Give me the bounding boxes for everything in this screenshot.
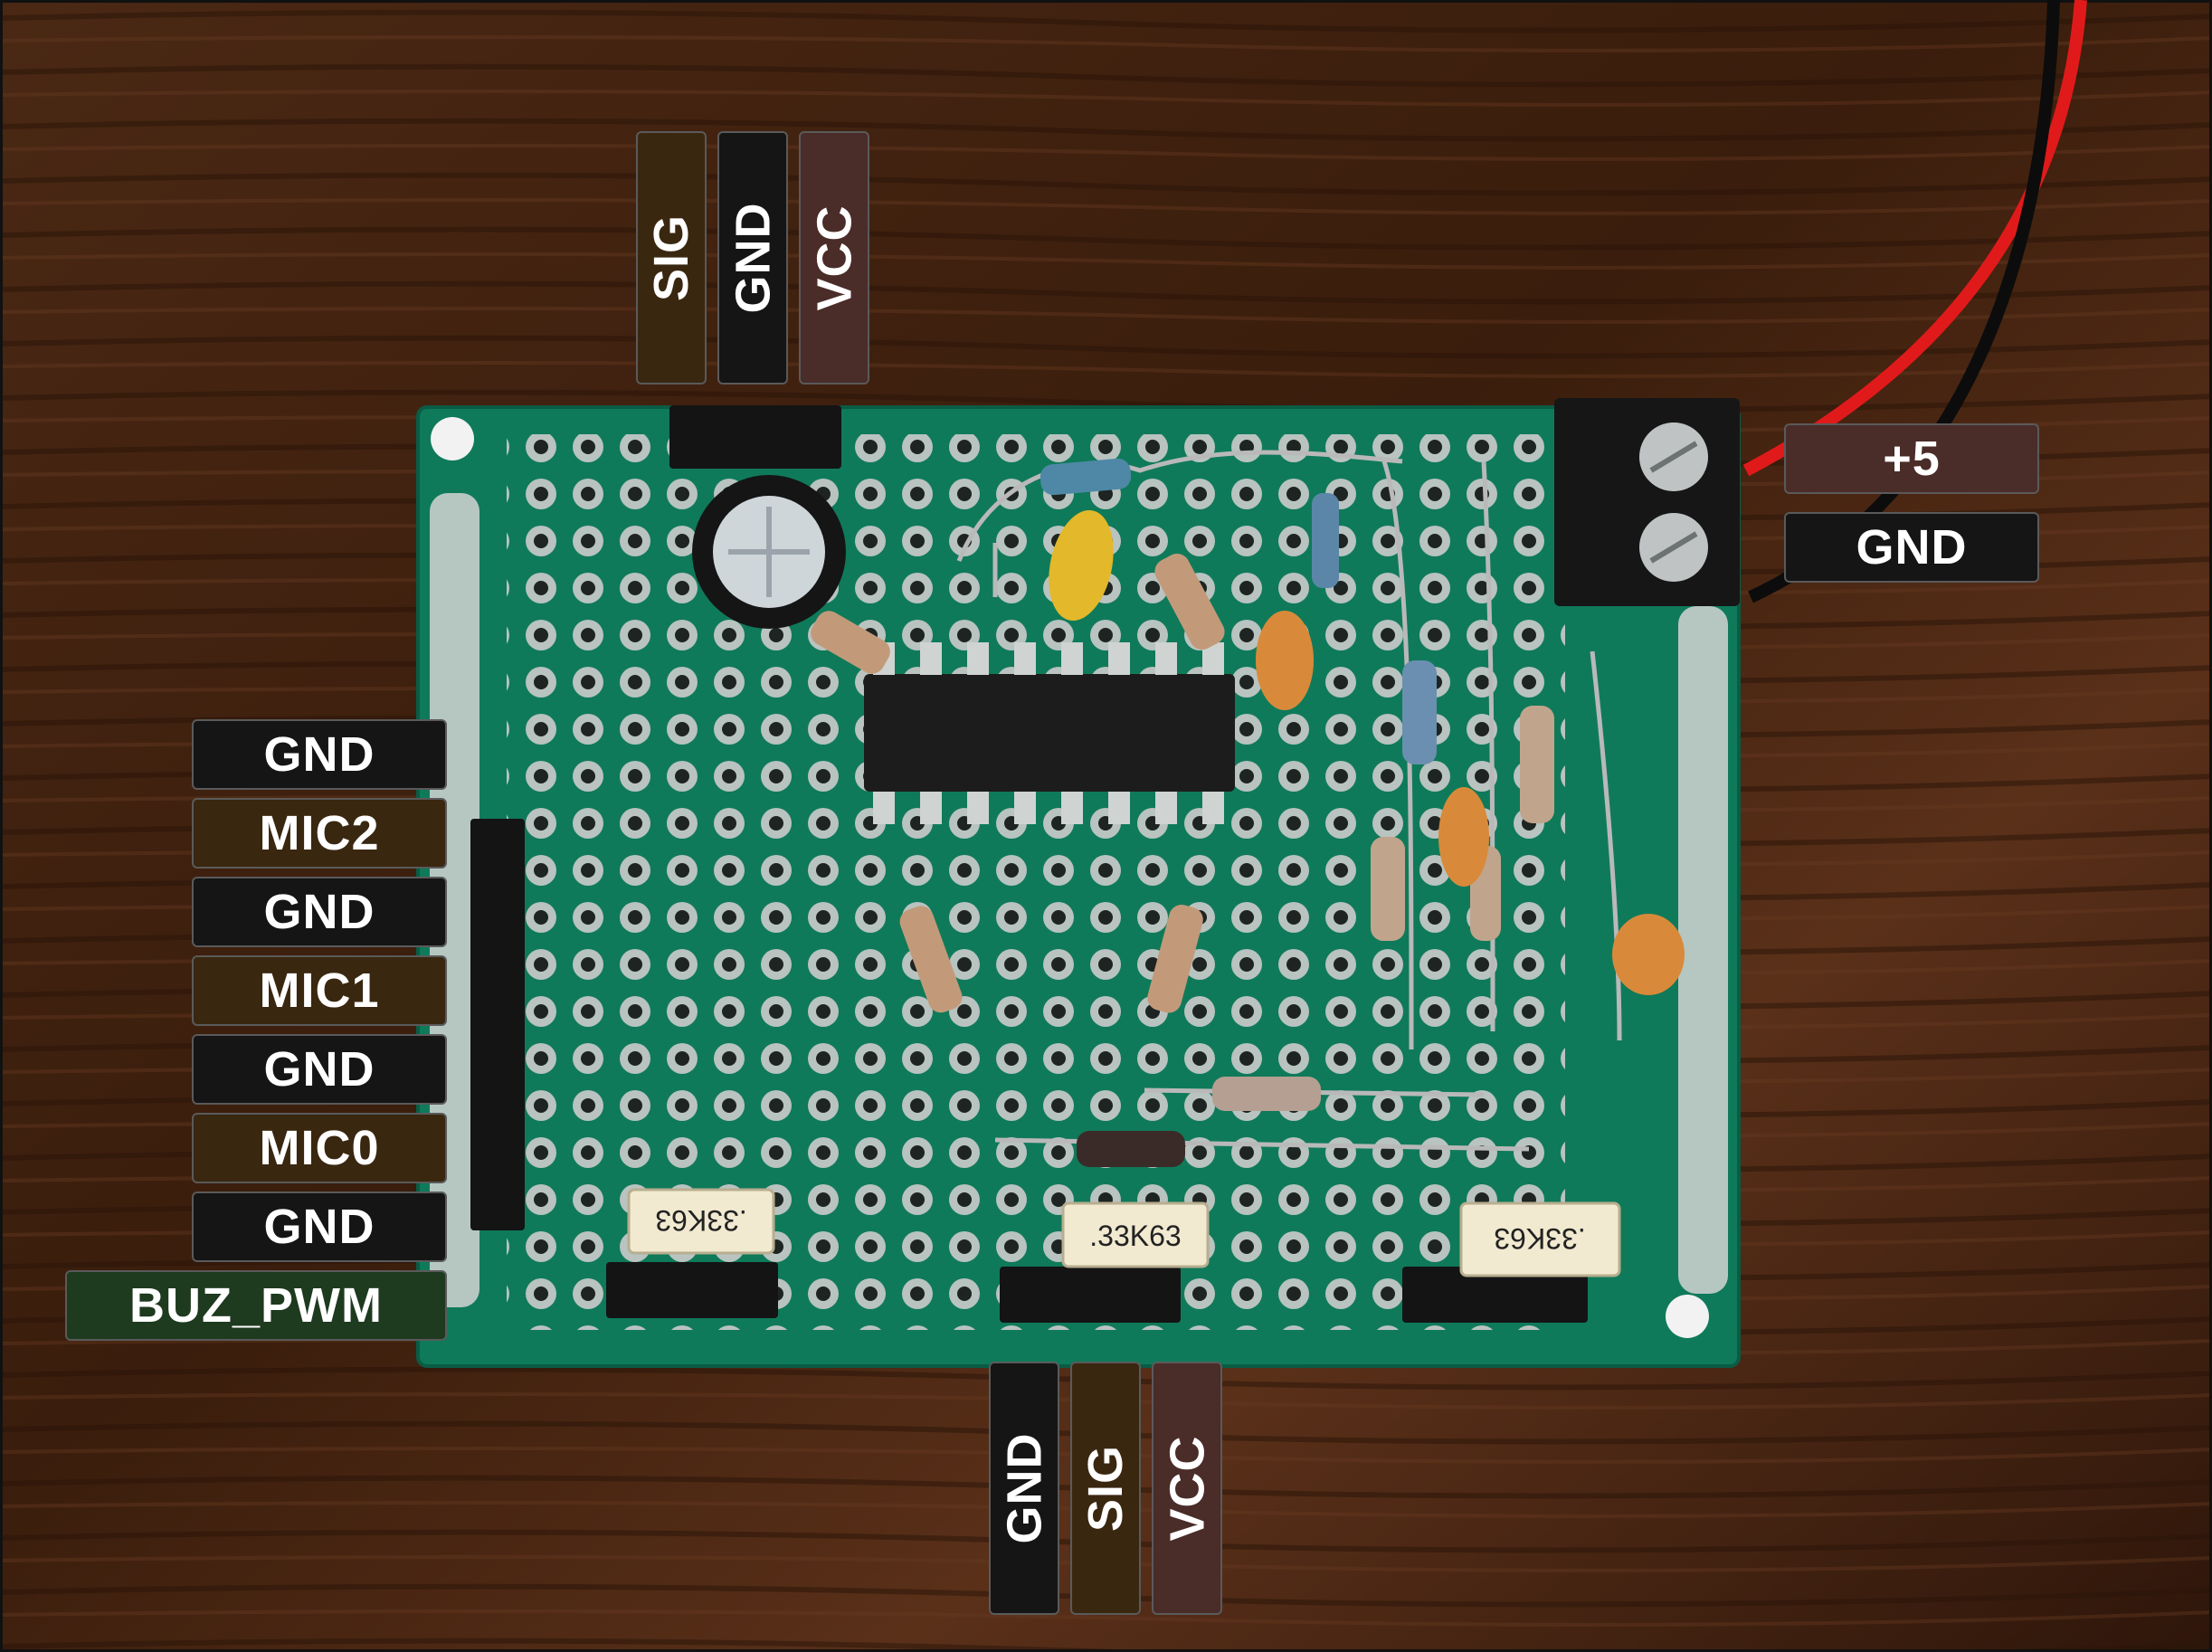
power-label-plus5: +5	[1784, 423, 2039, 494]
left-label-gnd-3: GND	[192, 1034, 447, 1105]
film-capacitor	[1049, 509, 1114, 622]
ceramic-capacitor-1	[1256, 611, 1314, 710]
resistors	[811, 458, 1554, 1167]
left-label-mic1: MIC1	[192, 955, 447, 1026]
top-header-socket	[669, 405, 841, 469]
trimmer-left: .33K63	[627, 1188, 775, 1255]
power-label-gnd: GND	[1784, 512, 2039, 583]
left-label-mic0: MIC0	[192, 1113, 447, 1183]
left-label-gnd-2: GND	[192, 877, 447, 947]
bottom-left-socket	[606, 1262, 778, 1318]
bottom-center-socket	[1000, 1267, 1181, 1323]
trimmer-right: .33K63	[1459, 1201, 1621, 1277]
bottom-header-label-sig: SIG	[1070, 1362, 1141, 1615]
svg-text:.33K63: .33K63	[1089, 1220, 1181, 1252]
top-header-label-vcc: VCC	[799, 131, 869, 385]
left-label-buz-pwm: BUZ_PWM	[65, 1270, 447, 1341]
ceramic-capacitor-2	[1438, 787, 1489, 887]
left-label-gnd-4: GND	[192, 1192, 447, 1262]
svg-text:.33K63: .33K63	[655, 1204, 746, 1237]
svg-text:.33K63: .33K63	[1494, 1222, 1585, 1255]
power-terminal-block	[1554, 398, 1740, 606]
left-header-socket	[470, 819, 525, 1230]
bottom-header-label-gnd: GND	[989, 1362, 1059, 1615]
left-label-gnd-1: GND	[192, 719, 447, 790]
top-header-label-sig: SIG	[636, 131, 707, 385]
bottom-right-socket	[1402, 1267, 1588, 1323]
top-header-label-gnd: GND	[717, 131, 788, 385]
trimmer-center: .33K63	[1061, 1201, 1210, 1268]
left-label-mic2: MIC2	[192, 798, 447, 869]
ic-chip	[864, 674, 1235, 792]
ceramic-capacitor-3	[1612, 914, 1685, 995]
bottom-header-label-vcc: VCC	[1152, 1362, 1222, 1615]
